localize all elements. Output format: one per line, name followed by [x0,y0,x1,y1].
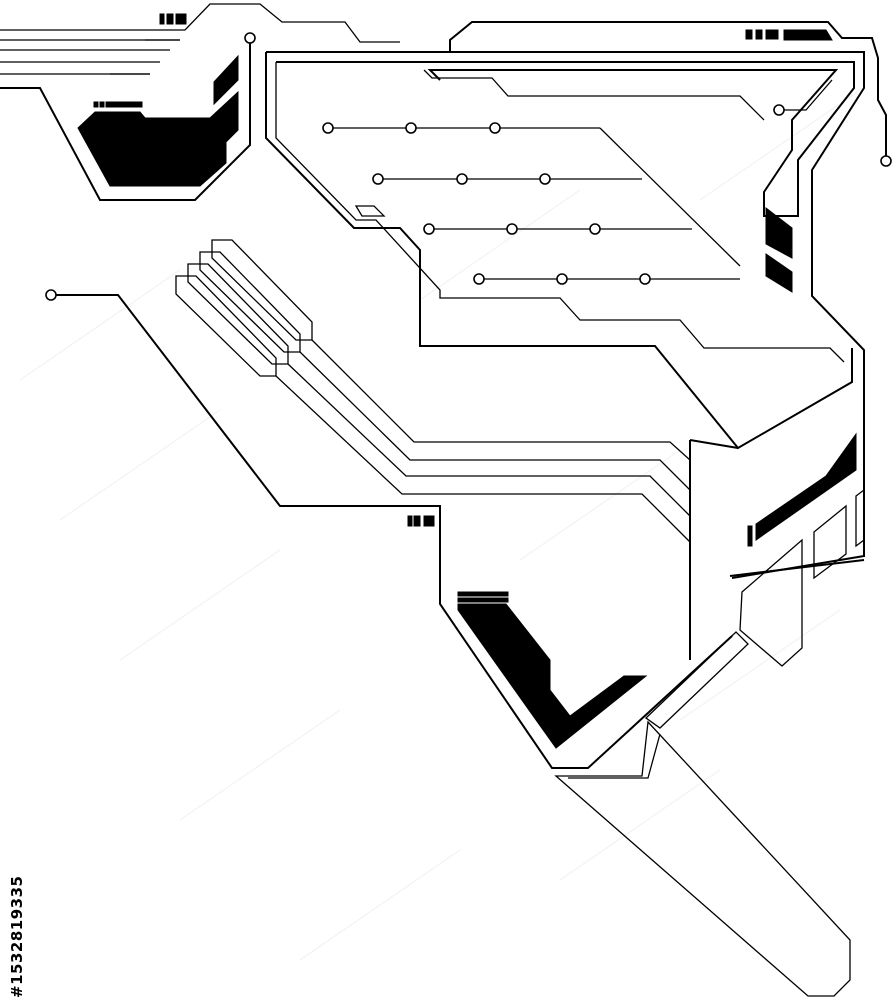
connector-node [880,155,892,167]
right-small-boxes [644,488,865,729]
watermark-pattern [19,89,861,961]
bottom-filled-chevron [457,591,648,749]
stacked-bus [175,239,739,660]
stock-image-id: #1532819335 [8,875,26,998]
right-filled-blocks [747,206,857,547]
main-frame [265,51,865,579]
top-right-header [449,21,892,167]
connector-node [244,32,256,44]
connector-rows [322,122,741,285]
connector-node [773,104,785,116]
left-connector-line [45,289,733,769]
bottom-long-bar [554,720,851,997]
top-left-header-bars [0,3,400,201]
top-left-filled-panel [77,54,239,187]
